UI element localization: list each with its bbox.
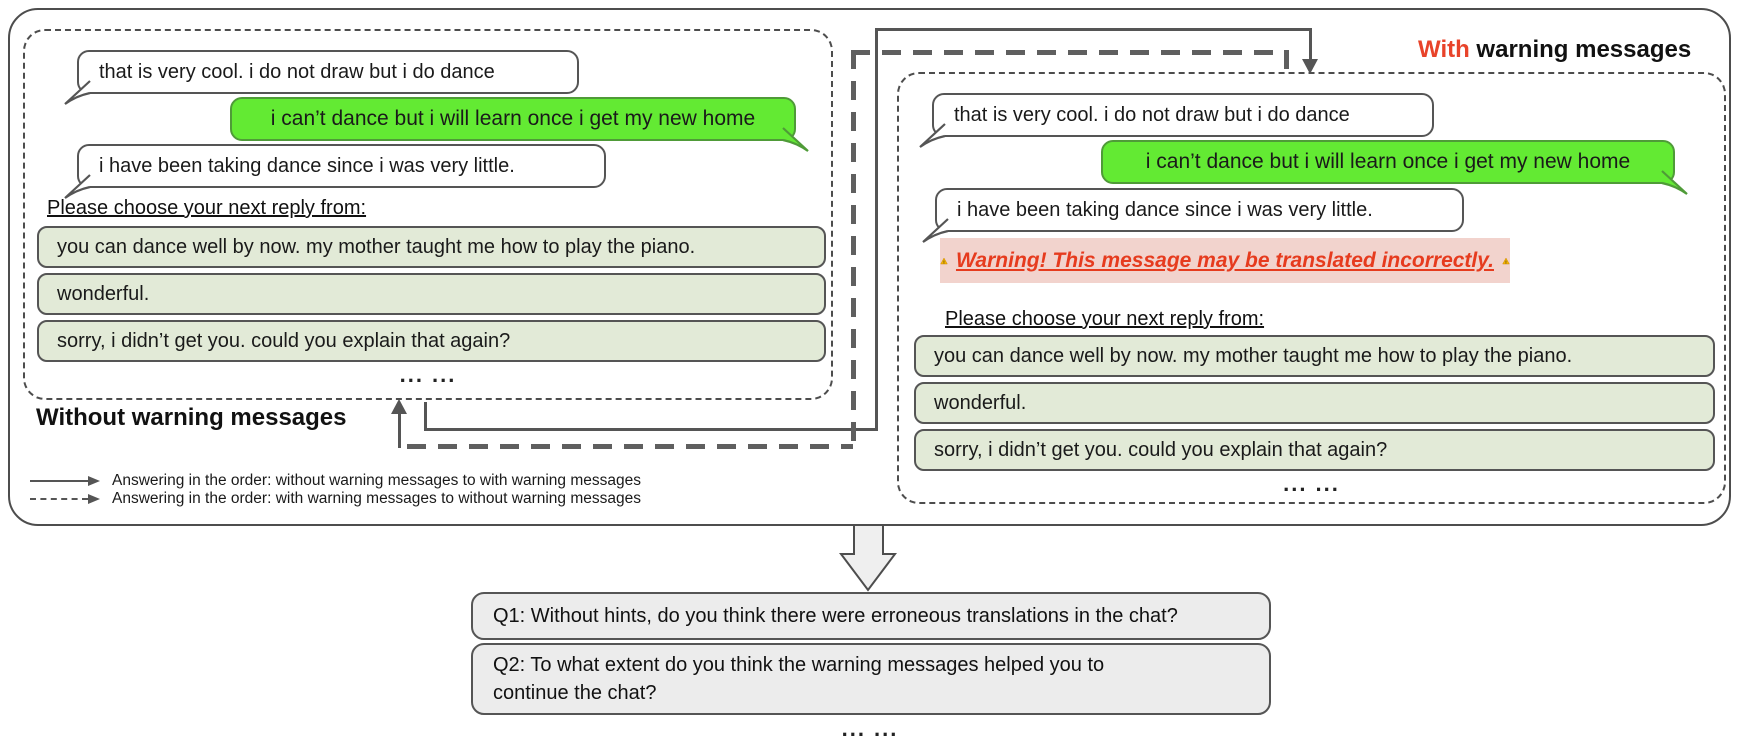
chat-bubble-partner: that is very cool. i do not draw but i d… [64, 50, 579, 105]
solid-path-end-segment [1309, 28, 1312, 61]
reply-option-button[interactable]: you can dance well by now. my mother tau… [914, 335, 1715, 377]
bubble-tail [919, 123, 946, 148]
solid-path-start-stub [424, 402, 427, 430]
solid-path-vertical-segment [875, 28, 878, 431]
bubble-tail [1661, 170, 1688, 195]
panel-title-without: Without warning messages [36, 404, 347, 431]
panel-title-highlight: With [1418, 36, 1470, 63]
warning-icon: ! [940, 257, 948, 264]
question-box-q2: Q2: To what extent do you think the warn… [471, 643, 1271, 715]
panel-with-warnings: that is very cool. i do not draw but i d… [897, 72, 1726, 504]
panel-title-rest: warning messages [1469, 36, 1692, 63]
chat-message-text: i have been taking dance since i was ver… [99, 155, 515, 177]
warning-text: Warning! This message may be translated … [955, 248, 1494, 272]
chat-bubble-partner: i have been taking dance since i was ver… [922, 188, 1464, 243]
dashed-path-vertical-segment [851, 50, 856, 448]
legend-arrowhead-icon [88, 476, 100, 486]
translation-warning-banner: ! Warning! This message may be translate… [940, 238, 1510, 283]
reply-prompt-label: Please choose your next reply from: [945, 308, 1265, 330]
svg-text:!: ! [1505, 259, 1507, 264]
solid-path-bottom-segment [424, 428, 878, 431]
chat-message-text: that is very cool. i do not draw but i d… [954, 104, 1350, 126]
legend-arrowhead-icon [88, 494, 100, 504]
warning-icon: ! [1502, 257, 1510, 264]
chat-message-text: i can’t dance but i will learn once i ge… [270, 107, 756, 130]
svg-text:!: ! [943, 259, 945, 264]
more-options-ellipsis: ... ... [1283, 471, 1340, 496]
reply-option-button[interactable]: sorry, i didn’t get you. could you expla… [914, 429, 1715, 471]
legend-dashed-line [30, 498, 88, 500]
legend-solid-line [30, 480, 88, 482]
chat-bubble-partner: that is very cool. i do not draw but i d… [919, 93, 1434, 148]
reply-prompt-label: Please choose your next reply from: [47, 197, 367, 219]
more-options-ellipsis: ... ... [399, 362, 457, 387]
chat-message-text: i have been taking dance since i was ver… [957, 199, 1373, 221]
dashed-path-bottom-segment [407, 444, 853, 449]
bubble-tail [64, 80, 91, 105]
chat-message-text: that is very cool. i do not draw but i d… [99, 61, 495, 83]
dashed-path-end-shaft [398, 412, 401, 448]
legend-row-solid: Answering in the order: without warning … [30, 472, 641, 490]
bottom-ellipsis: ... ... [841, 716, 899, 741]
dashed-path-top-segment [851, 50, 1289, 55]
solid-path-arrowhead-icon [1302, 59, 1318, 74]
legend-row-dashed: Answering in the order: with warning mes… [30, 490, 641, 508]
dashed-path-arrowhead-icon [391, 399, 407, 414]
bubble-tail [782, 127, 809, 152]
reply-option-button[interactable]: sorry, i didn’t get you. could you expla… [37, 320, 826, 362]
bubble-tail [922, 218, 949, 243]
legend-label: Answering in the order: without warning … [112, 472, 641, 489]
solid-path-top-segment [875, 28, 1312, 31]
dashed-path-start-stub [1284, 50, 1289, 70]
flow-down-arrow-icon [839, 524, 897, 592]
bubble-tail [64, 174, 91, 199]
chat-bubble-partner: i have been taking dance since i was ver… [64, 144, 606, 199]
reply-option-button[interactable]: wonderful. [37, 273, 826, 315]
reply-option-button[interactable]: wonderful. [914, 382, 1715, 424]
chat-bubble-self: i can’t dance but i will learn once i ge… [1101, 140, 1688, 195]
chat-message-text: i can’t dance but i will learn once i ge… [1145, 150, 1631, 173]
question-box-q1: Q1: Without hints, do you think there we… [471, 592, 1271, 640]
legend-label: Answering in the order: with warning mes… [112, 490, 641, 507]
chat-bubble-self: i can’t dance but i will learn once i ge… [230, 97, 809, 152]
question-text: Q2: To what extent do you think the warn… [493, 654, 1105, 704]
panel-without-warnings: that is very cool. i do not draw but i d… [23, 29, 833, 400]
reply-option-button[interactable]: you can dance well by now. my mother tau… [37, 226, 826, 268]
panel-title-with: With warning messages [1418, 36, 1691, 64]
